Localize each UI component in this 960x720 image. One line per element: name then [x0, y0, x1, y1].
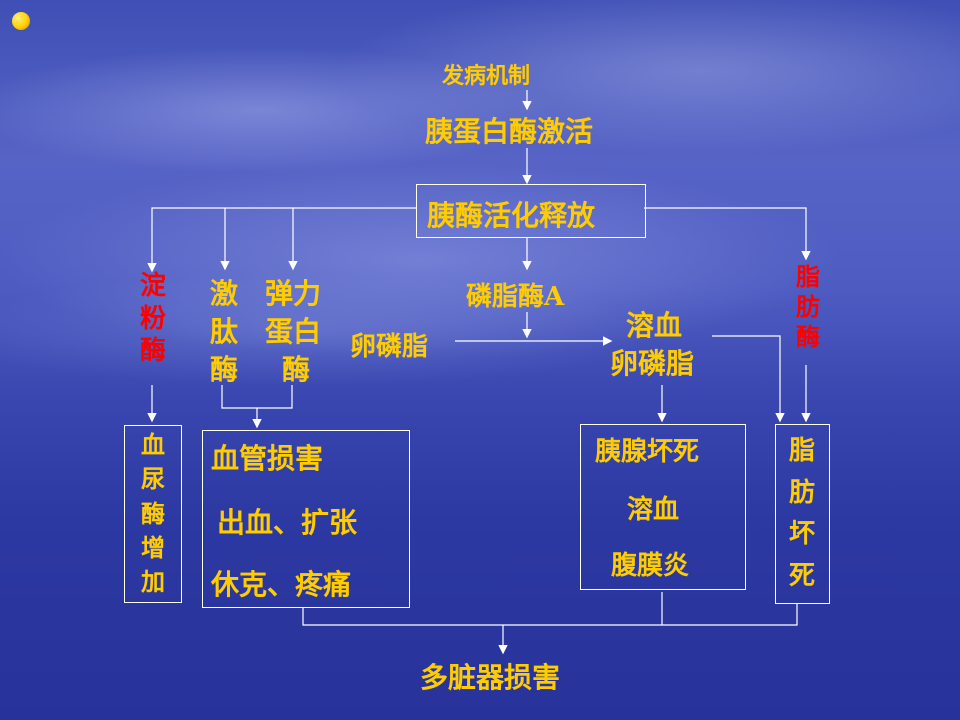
central-box: 胰酶活化释放 — [416, 184, 646, 238]
vascular-line2: 出血、扩张 — [217, 506, 358, 539]
elastase-right-3: 酶 — [282, 353, 311, 386]
fat-box: 脂肪坏死 — [775, 424, 830, 604]
lysolecithin-line2: 卵磷脂 — [610, 347, 695, 380]
trigger-label: 胰蛋白酶激活 — [425, 115, 594, 148]
arrow-lyso-to-fat — [712, 335, 785, 423]
pancreas-line3: 腹膜炎 — [611, 551, 690, 581]
central-label: 胰酶活化释放 — [427, 199, 596, 232]
branch-line-left — [147, 207, 416, 273]
elastase-right-2: 蛋白 — [265, 315, 322, 348]
pancreas-line2: 溶血 — [627, 495, 680, 525]
elastase-right-1: 弹力 — [265, 277, 322, 310]
serum-box: 血尿酶增加 — [124, 425, 182, 603]
vascular-line3: 休克、疼痛 — [211, 568, 352, 601]
fat-label: 脂肪坏死 — [788, 436, 815, 591]
lysolecithin-line1: 溶血 — [626, 309, 683, 342]
elastase-left-2: 肽 — [210, 315, 239, 348]
elastase-merge-line — [221, 385, 293, 409]
pancreas-line1: 胰腺坏死 — [595, 437, 700, 467]
lipase-label: 脂肪酶 — [796, 262, 820, 351]
pancreas-box: 胰腺坏死 溶血 腹膜炎 — [580, 424, 746, 590]
merge-line-bottom — [302, 604, 798, 626]
diagram-title: 发病机制 — [442, 63, 531, 89]
vascular-line1: 血管损害 — [211, 442, 324, 475]
phospholipase-label: 磷脂酶A — [466, 282, 565, 312]
amylase-label: 淀粉酶 — [139, 271, 166, 366]
elastase-left-3: 酶 — [210, 353, 239, 386]
serum-label: 血尿酶增加 — [141, 430, 165, 597]
lecithin-label: 卵磷脂 — [350, 332, 429, 362]
final-label: 多脏器损害 — [420, 661, 561, 694]
vascular-box: 血管损害 出血、扩张 休克、疼痛 — [202, 430, 410, 608]
branch-line-right — [644, 207, 811, 261]
elastase-left-1: 激 — [210, 277, 239, 310]
bullet-icon — [12, 12, 30, 30]
